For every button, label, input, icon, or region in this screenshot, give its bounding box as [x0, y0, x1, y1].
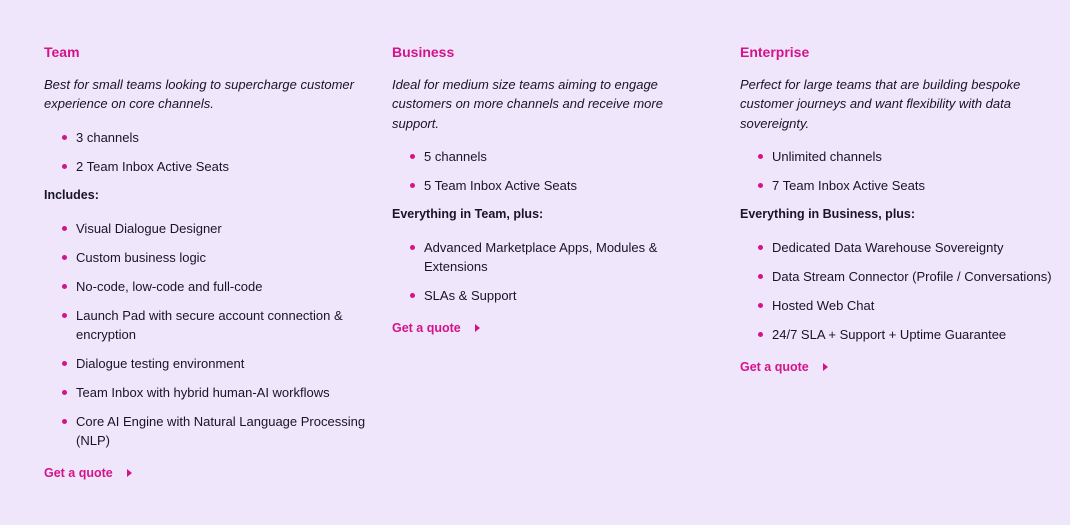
plan-title: Enterprise	[740, 44, 810, 60]
list-item: Dialogue testing environment	[62, 354, 374, 373]
section-label: Everything in Business, plus:	[740, 206, 916, 221]
list-item-label: 2 Team Inbox Active Seats	[76, 158, 229, 174]
plan-highlights: 5 channels 5 Team Inbox Active Seats	[392, 147, 682, 195]
list-item: SLAs & Support	[410, 286, 682, 305]
list-item: Advanced Marketplace Apps, Modules & Ext…	[410, 238, 682, 276]
list-item: Team Inbox with hybrid human-AI workflow…	[62, 383, 374, 402]
section-label: Everything in Team, plus:	[392, 206, 544, 221]
list-item-label: Data Stream Connector (Profile / Convers…	[772, 268, 1052, 284]
list-item-label: Launch Pad with secure account connectio…	[76, 307, 343, 342]
cta-label: Get a quote	[740, 359, 809, 374]
plan-features: Dedicated Data Warehouse Sovereignty Dat…	[740, 238, 1065, 344]
plan-highlights: 3 channels 2 Team Inbox Active Seats	[44, 128, 374, 176]
plan-enterprise: Enterprise Perfect for large teams that …	[740, 43, 1065, 376]
list-item-label: Hosted Web Chat	[772, 297, 875, 313]
plan-business: Business Ideal for medium size teams aim…	[392, 43, 682, 337]
section-label: Includes:	[44, 187, 99, 202]
get-quote-link-enterprise[interactable]: Get a quote	[740, 360, 828, 374]
bullet-icon	[62, 163, 67, 169]
list-item-label: Advanced Marketplace Apps, Modules & Ext…	[424, 239, 658, 274]
list-item: Dedicated Data Warehouse Sovereignty	[758, 238, 1065, 257]
plan-team: Team Best for small teams looking to sup…	[44, 43, 374, 482]
bullet-icon	[758, 273, 763, 279]
plan-description: Ideal for medium size teams aiming to en…	[392, 77, 663, 131]
list-item-label: No-code, low-code and full-code	[76, 278, 263, 294]
list-item: 5 channels	[410, 147, 682, 166]
bullet-icon	[410, 153, 415, 159]
bullet-icon	[410, 292, 415, 298]
caret-right-icon	[822, 362, 828, 371]
plan-highlights: Unlimited channels 7 Team Inbox Active S…	[740, 147, 1065, 195]
list-item: 3 channels	[62, 128, 374, 147]
list-item-label: Custom business logic	[76, 249, 207, 265]
list-item-label: 5 channels	[424, 148, 487, 164]
list-item: 5 Team Inbox Active Seats	[410, 176, 682, 195]
list-item-label: SLAs & Support	[424, 287, 517, 303]
plan-features: Advanced Marketplace Apps, Modules & Ext…	[392, 238, 682, 305]
list-item-label: 24/7 SLA + Support + Uptime Guarantee	[772, 326, 1007, 342]
bullet-icon	[62, 254, 67, 260]
plan-description: Best for small teams looking to supercha…	[44, 77, 354, 112]
list-item: Data Stream Connector (Profile / Convers…	[758, 267, 1065, 286]
bullet-icon	[62, 312, 67, 318]
list-item: Launch Pad with secure account connectio…	[62, 306, 374, 344]
bullet-icon	[758, 331, 763, 337]
list-item: Core AI Engine with Natural Language Pro…	[62, 412, 374, 450]
list-item-label: 7 Team Inbox Active Seats	[772, 177, 925, 193]
bullet-icon	[410, 244, 415, 250]
list-item-label: Dialogue testing environment	[76, 355, 245, 371]
list-item: Custom business logic	[62, 248, 374, 267]
list-item-label: Team Inbox with hybrid human-AI workflow…	[76, 384, 330, 400]
bullet-icon	[62, 225, 67, 231]
get-quote-link-business[interactable]: Get a quote	[392, 321, 480, 335]
list-item-label: Core AI Engine with Natural Language Pro…	[76, 413, 366, 448]
bullet-icon	[62, 418, 67, 424]
bullet-icon	[758, 302, 763, 308]
list-item: Unlimited channels	[758, 147, 1065, 166]
list-item: Hosted Web Chat	[758, 296, 1065, 315]
bullet-icon	[410, 182, 415, 188]
cta-label: Get a quote	[44, 465, 113, 480]
list-item: 2 Team Inbox Active Seats	[62, 157, 374, 176]
cta-label: Get a quote	[392, 320, 461, 335]
bullet-icon	[758, 182, 763, 188]
bullet-icon	[758, 244, 763, 250]
get-quote-link-team[interactable]: Get a quote	[44, 466, 132, 480]
list-item-label: Dedicated Data Warehouse Sovereignty	[772, 239, 1004, 255]
plan-description: Perfect for large teams that are buildin…	[740, 77, 1021, 131]
list-item-label: 3 channels	[76, 129, 139, 145]
list-item-label: Unlimited channels	[772, 148, 882, 164]
plan-features: Visual Dialogue Designer Custom business…	[44, 219, 374, 450]
list-item: 7 Team Inbox Active Seats	[758, 176, 1065, 195]
caret-right-icon	[474, 323, 480, 332]
caret-right-icon	[126, 468, 132, 477]
bullet-icon	[62, 134, 67, 140]
bullet-icon	[62, 283, 67, 289]
plan-title: Business	[392, 44, 455, 60]
plan-title: Team	[44, 44, 80, 60]
list-item: 24/7 SLA + Support + Uptime Guarantee	[758, 325, 1065, 344]
bullet-icon	[62, 360, 67, 366]
list-item-label: Visual Dialogue Designer	[76, 220, 222, 236]
bullet-icon	[62, 389, 67, 395]
list-item: No-code, low-code and full-code	[62, 277, 374, 296]
list-item-label: 5 Team Inbox Active Seats	[424, 177, 577, 193]
bullet-icon	[758, 153, 763, 159]
list-item: Visual Dialogue Designer	[62, 219, 374, 238]
